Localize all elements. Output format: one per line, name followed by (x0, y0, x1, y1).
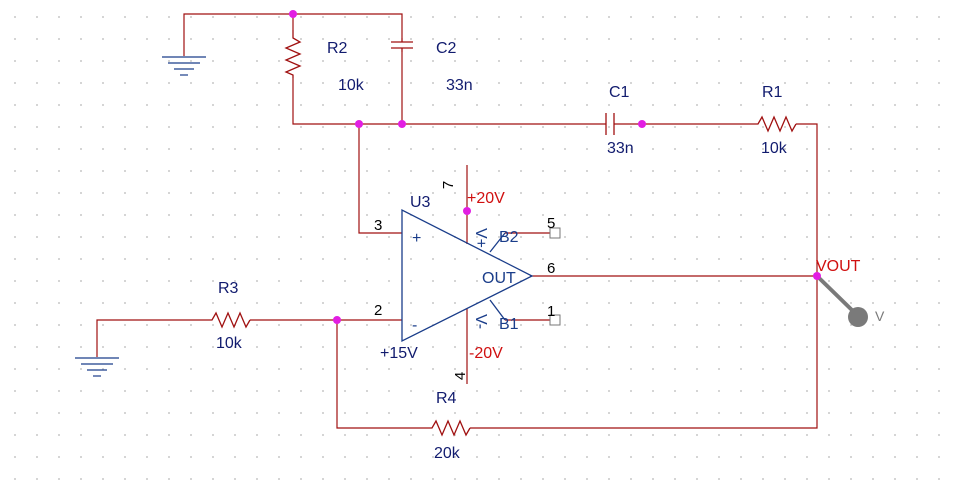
pin-number-1: 1 (547, 303, 555, 320)
net-label-vout: VOUT (816, 258, 861, 275)
junction-dot (333, 316, 341, 324)
junction-dot (289, 10, 297, 18)
wire-r4-left[interactable] (336, 320, 428, 429)
pin5-terminal[interactable] (549, 227, 561, 239)
r4-ref-label: R4 (436, 390, 457, 407)
opamp-out-label: OUT (482, 270, 516, 287)
junctions (289, 10, 821, 324)
c1-ref-label: C1 (609, 84, 630, 101)
probe-label: V (875, 308, 885, 324)
opamp-triangle (401, 208, 534, 343)
opamp-noninv-symbol: + (412, 230, 421, 247)
r3-resistor[interactable] (208, 311, 251, 329)
r3-ref-label: R3 (218, 280, 239, 297)
opamp-b1-label: B1 (499, 316, 519, 333)
c2-ref-label: C2 (436, 40, 457, 57)
opamp-u3[interactable] (401, 208, 534, 343)
pin1-terminal[interactable] (549, 314, 561, 326)
r4-value-label: 20k (434, 445, 461, 462)
junction-dot (398, 120, 406, 128)
ground-symbol-bottom (75, 357, 119, 377)
pin-number-3: 3 (374, 217, 382, 234)
pin-number-5: 5 (547, 215, 555, 232)
opamp-vminus-label: V- (472, 314, 489, 329)
pin-number-6: 6 (547, 260, 555, 277)
c2-capacitor[interactable] (391, 38, 413, 52)
r1-value-label: 10k (761, 140, 788, 157)
net-label-vneg: -20V (469, 345, 503, 362)
probe-head (848, 307, 868, 327)
r2-ref-label: R2 (327, 40, 348, 57)
c1-value-label: 33n (607, 140, 634, 157)
r2-value-label: 10k (338, 77, 365, 94)
wire-r3-ground[interactable] (96, 319, 208, 357)
opamp-b2-label: B2 (499, 229, 519, 246)
opamp-b2-lead (489, 232, 506, 253)
r1-ref-label: R1 (762, 84, 783, 101)
ground-symbol-top (162, 56, 206, 76)
pin-number-2: 2 (374, 302, 382, 319)
pin-number-7: 7 (440, 181, 457, 189)
net-label-vpos: +20V (467, 190, 505, 207)
wire-noninv-input[interactable] (358, 124, 402, 234)
opamp-b1-lead (489, 299, 506, 321)
r3-value-label: 10k (216, 335, 243, 352)
voltage-probe[interactable] (815, 274, 868, 327)
opamp-inv-symbol: - (412, 317, 417, 334)
junction-dot (355, 120, 363, 128)
wire-feedback-node[interactable] (292, 78, 606, 125)
opamp-ref-label: U3 (410, 194, 431, 211)
junction-dot (638, 120, 646, 128)
r1-resistor[interactable] (754, 115, 797, 133)
junction-dot (813, 272, 821, 280)
probe-stem (815, 274, 858, 316)
opamp-vplus-label: V+ (472, 228, 489, 248)
r4-resistor[interactable] (428, 419, 471, 437)
c1-capacitor[interactable] (605, 113, 615, 135)
c2-value-label: 33n (446, 77, 473, 94)
r2-resistor[interactable] (284, 30, 302, 78)
junction-dot (463, 207, 471, 215)
opamp-supply-label: +15V (380, 345, 418, 362)
pin-number-4: 4 (452, 372, 469, 380)
